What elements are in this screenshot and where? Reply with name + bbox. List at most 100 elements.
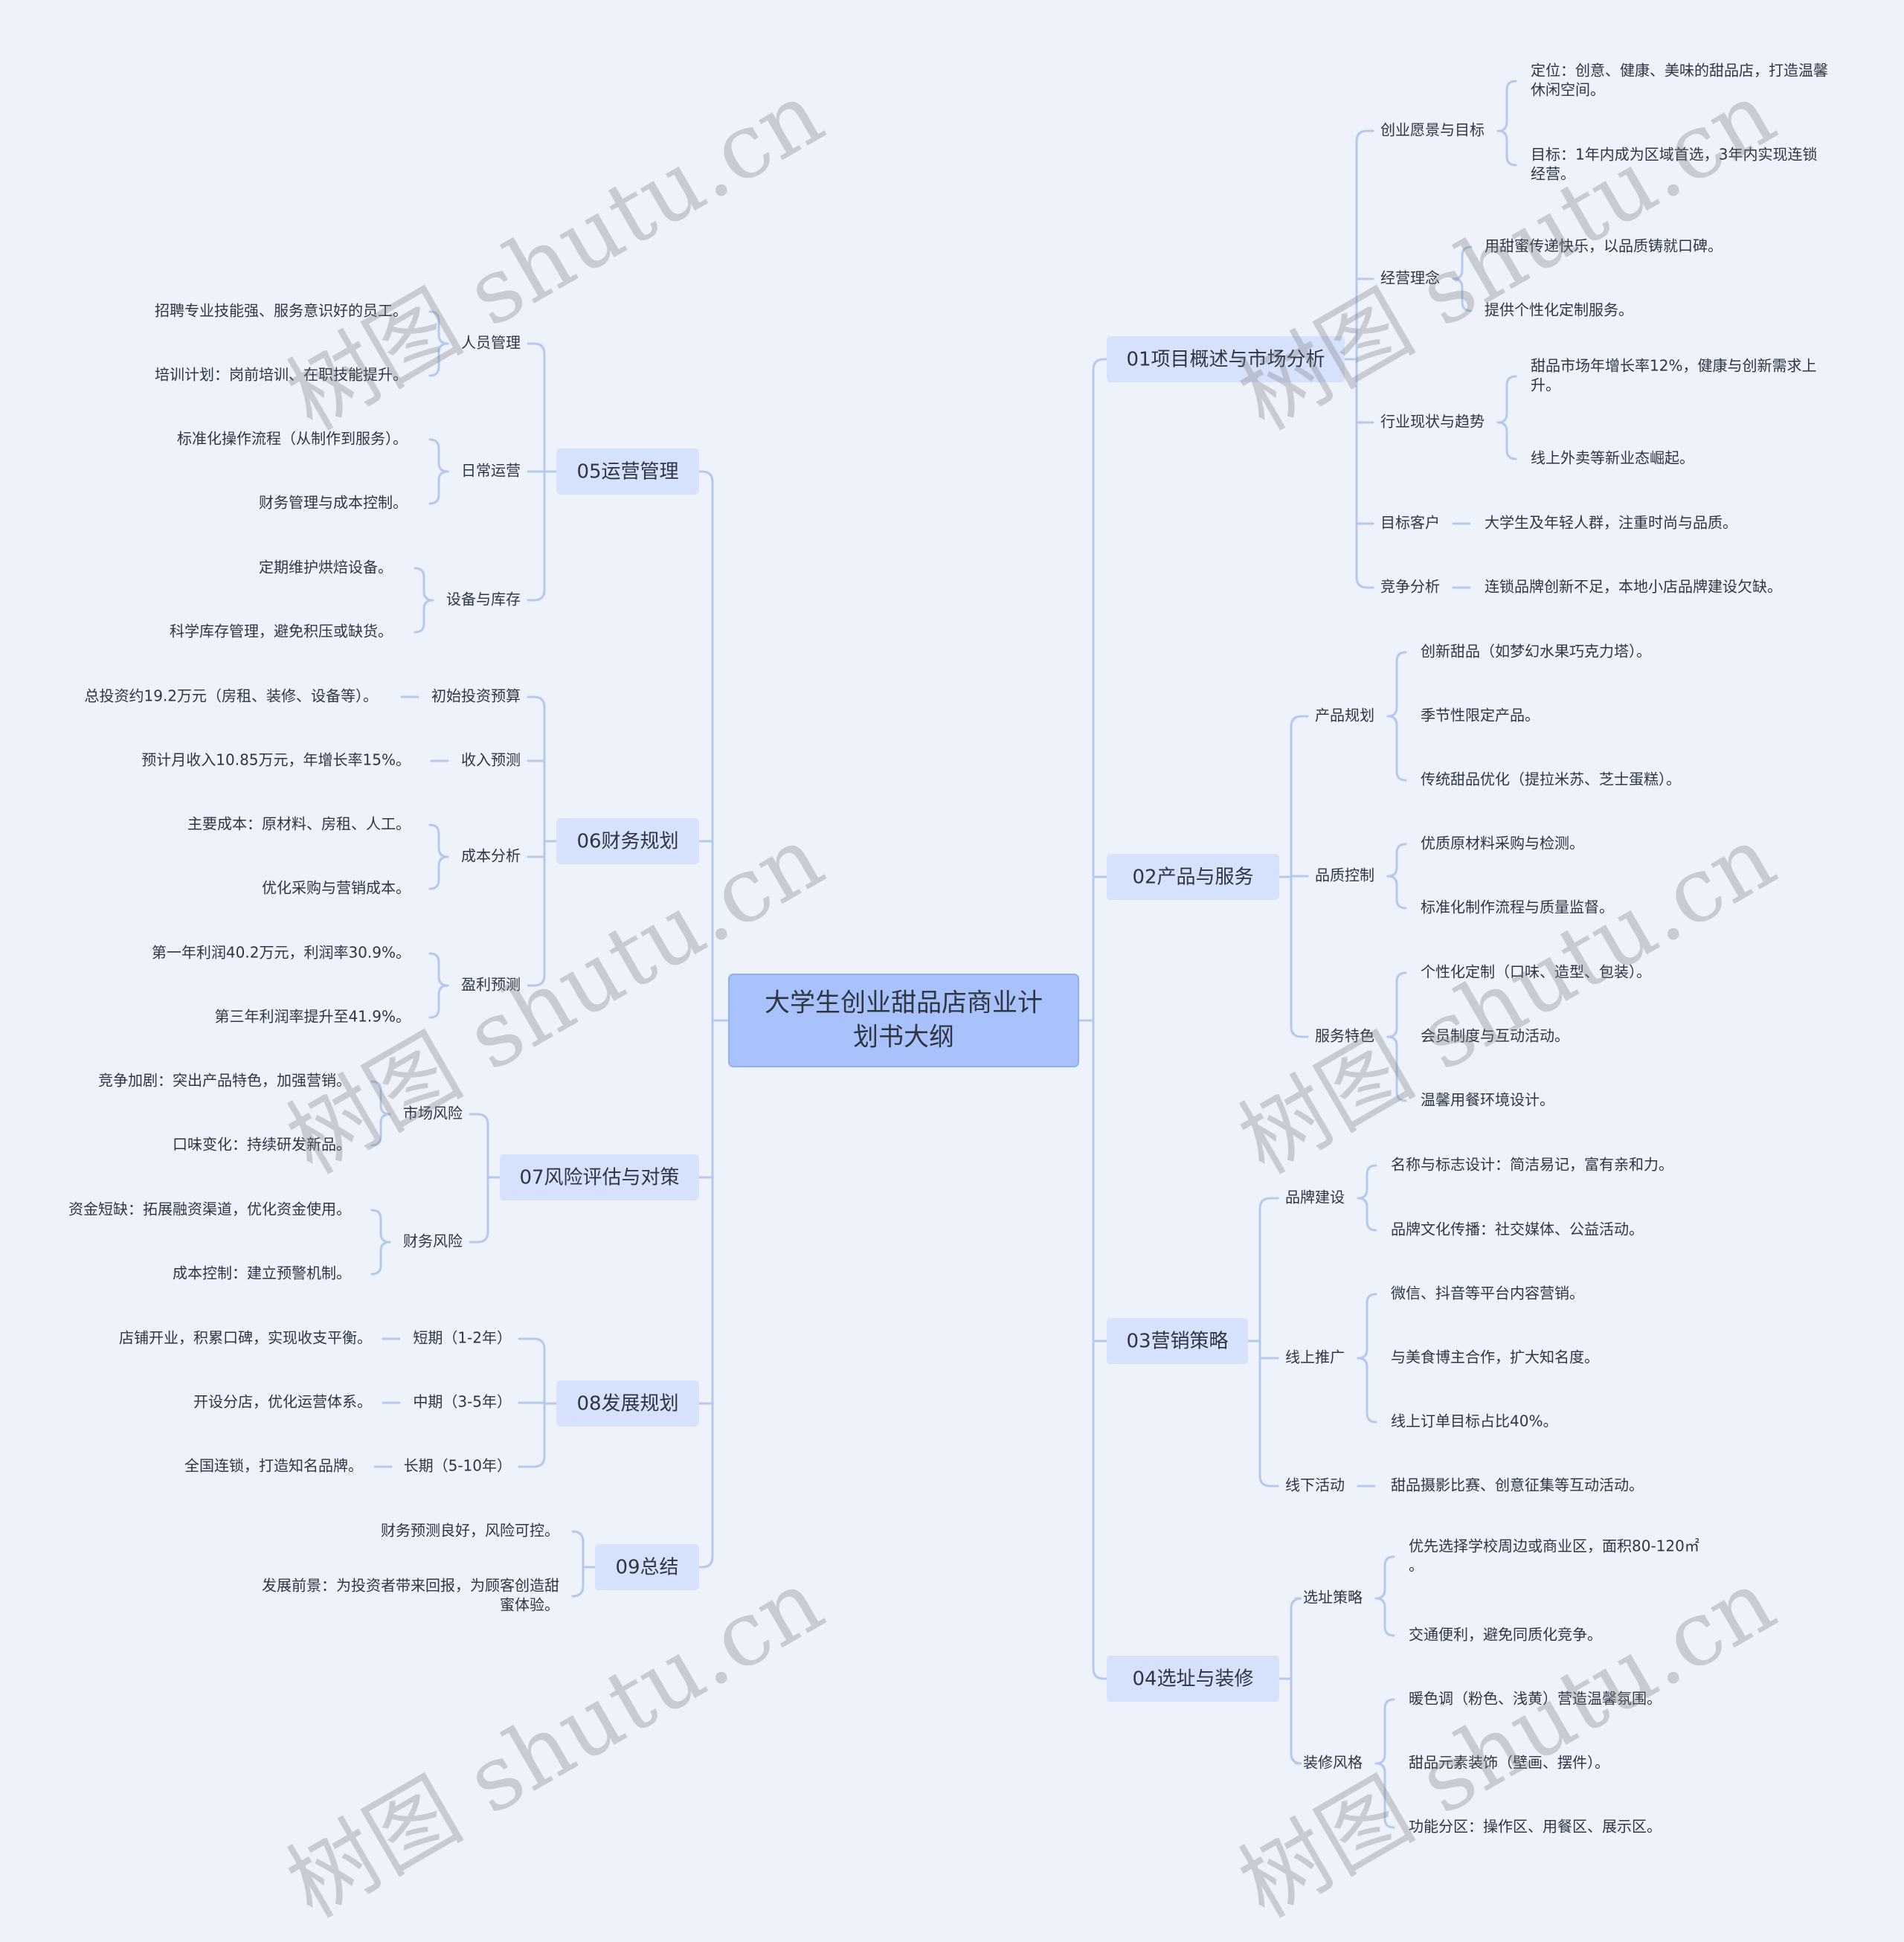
branch-1-topic-connector-arm [1355, 576, 1374, 589]
topic-brace-top [1386, 971, 1407, 1038]
branch-label: 09总结 [615, 1557, 678, 1579]
topic-node[interactable]: 品牌建设 [1285, 1189, 1345, 1206]
branch-node-9[interactable]: 09总结 [595, 1544, 699, 1590]
topic-node[interactable]: 品质控制 [1315, 866, 1374, 884]
leaf-text: 甜品元素装饰（壁画、摆件）。 [1409, 1754, 1609, 1772]
leaf-text: 定位：创意、健康、美味的甜品店，打造温馨 [1531, 62, 1828, 80]
leaf-text: 线上订单目标占比40%。 [1391, 1412, 1557, 1430]
branch-label: 05运营管理 [576, 461, 678, 483]
topic-node[interactable]: 设备与库存 [446, 591, 521, 608]
branch-7-topic-connector-arm [469, 1113, 489, 1126]
topic-node[interactable]: 初始投资预算 [431, 687, 521, 705]
leaf-text: 定期维护烘焙设备。 [259, 559, 393, 576]
topic-brace-bottom [428, 342, 449, 377]
topic-node[interactable]: 创业愿景与目标 [1380, 121, 1485, 139]
branch-1-topic-connector-arm [1355, 129, 1374, 143]
topic-node[interactable]: 装修风格 [1303, 1754, 1363, 1772]
topic-node[interactable]: 经营理念 [1380, 269, 1440, 287]
branch-node-4[interactable]: 04选址与装修 [1107, 1656, 1279, 1702]
leaf-text: 用甜蜜传递快乐，以品质铸就口碑。 [1485, 237, 1723, 255]
leaf-text: 口味变化：持续研发新品。 [173, 1136, 351, 1154]
topic-brace-top [1452, 245, 1473, 280]
topic-label: 选址策略 [1303, 1589, 1363, 1607]
topic-node[interactable]: 收入预测 [461, 751, 521, 769]
branch-node-8[interactable]: 08发展规划 [556, 1380, 699, 1427]
topic-brace-bottom [1357, 1197, 1377, 1232]
branch-label: 06财务规划 [576, 831, 678, 853]
root-left-arm [698, 1555, 714, 1569]
topic-node[interactable]: 日常运营 [461, 462, 521, 480]
topic-node[interactable]: 选址策略 [1303, 1589, 1363, 1607]
branch-3-topic-connector-arm [1258, 1474, 1279, 1488]
topic-brace-bottom [1374, 1597, 1395, 1637]
topic-brace-bottom [414, 599, 434, 634]
branch-label: 07风险评估与对策 [519, 1167, 679, 1189]
topic-node[interactable]: 成本分析 [461, 847, 521, 865]
branch-node-1[interactable]: 01项目概述与市场分析 [1107, 336, 1345, 382]
topic-node[interactable]: 竞争分析 [1380, 578, 1440, 596]
topic-node[interactable]: 线下活动 [1285, 1476, 1345, 1494]
topic-brace-bottom [1496, 129, 1517, 167]
branch-node-3[interactable]: 03营销策略 [1107, 1318, 1248, 1364]
branch-8-topic-connector-arm [518, 1455, 546, 1468]
leaf-text: 。 [1409, 1557, 1424, 1575]
branch-4-topic-connector-arm [1290, 1752, 1302, 1765]
branch-6-topic-connector-arm [527, 695, 546, 709]
topic-node[interactable]: 盈利预测 [461, 976, 521, 994]
topic-brace-top [428, 438, 449, 473]
topic-node[interactable]: 产品规划 [1315, 707, 1374, 724]
leaf-text: 温馨用餐环境设计。 [1421, 1091, 1554, 1109]
topic-label: 人员管理 [461, 334, 521, 352]
branch-4-topic-connector-arm [1290, 1597, 1302, 1610]
topic-label: 成本分析 [461, 847, 521, 865]
topic-label: 品质控制 [1315, 866, 1374, 884]
root-right-connector-arm [1092, 1667, 1108, 1680]
branch-5-topic-connector-arm [527, 588, 546, 602]
leaf-text: 与美食博主合作，扩大知名度。 [1391, 1348, 1599, 1366]
branch-node-7[interactable]: 07风险评估与对策 [500, 1154, 699, 1200]
topic-node[interactable]: 线上推广 [1285, 1348, 1345, 1366]
topic-label: 设备与库存 [446, 591, 521, 608]
leaf-text: 优先选择学校周边或商业区，面积80-120㎡ [1409, 1537, 1699, 1555]
topic-brace-top [1357, 1293, 1377, 1360]
topic-node[interactable]: 行业现状与趋势 [1380, 413, 1485, 431]
topic-label: 产品规划 [1315, 707, 1374, 724]
topic-label: 市场风险 [403, 1105, 463, 1122]
branch-node-6[interactable]: 06财务规划 [556, 818, 699, 864]
topic-node[interactable]: 目标客户 [1380, 514, 1440, 532]
topic-label: 服务特色 [1315, 1027, 1374, 1045]
leaf-text: 会员制度与互动活动。 [1421, 1027, 1569, 1045]
leaf-text: 蜜体验。 [500, 1596, 559, 1614]
branch-7-topic-connector-arm [469, 1230, 489, 1244]
topic-node[interactable]: 长期（5-10年） [404, 1457, 512, 1475]
leaf-text: 发展前景：为投资者带来回报，为顾客创造甜 [262, 1577, 559, 1595]
topic-label: 中期（3-5年） [413, 1393, 512, 1411]
branch-9-leaf-connector-arm [571, 1530, 585, 1543]
leaf-text: 提供个性化定制服务。 [1485, 301, 1633, 319]
topic-node[interactable]: 市场风险 [403, 1105, 463, 1122]
topic-node[interactable]: 服务特色 [1315, 1027, 1374, 1045]
topic-brace-bottom [370, 1241, 391, 1276]
topic-brace-top [1496, 80, 1517, 132]
branch-label: 04选址与装修 [1132, 1668, 1253, 1691]
topic-brace-top [428, 823, 449, 858]
topic-node[interactable]: 短期（1-2年） [413, 1329, 512, 1347]
leaf-text: 第三年利润率提升至41.9%。 [214, 1008, 411, 1026]
topic-node[interactable]: 财务风险 [403, 1232, 463, 1250]
branch-node-5[interactable]: 05运营管理 [556, 448, 699, 495]
leaf-text: 个性化定制（口味、造型、包装）。 [1421, 963, 1651, 981]
topic-node[interactable]: 中期（3-5年） [413, 1393, 512, 1411]
branch-node-box [595, 1544, 699, 1590]
branch-8-topic-connector-arm [518, 1337, 546, 1351]
branch-node-box [556, 448, 699, 495]
topic-brace-top [428, 952, 449, 987]
branch-node-2[interactable]: 02产品与服务 [1107, 854, 1279, 900]
topic-node[interactable]: 人员管理 [461, 334, 521, 352]
branch-3-topic-connector-arm [1258, 1197, 1279, 1210]
leaf-text: 优质原材料采购与检测。 [1421, 835, 1584, 852]
leaf-text: 成本控制：建立预警机制。 [173, 1264, 351, 1282]
leaf-text: 店铺开业，积累口碑，实现收支平衡。 [119, 1329, 372, 1347]
branch-9-leaf-connector-arm [571, 1584, 585, 1598]
